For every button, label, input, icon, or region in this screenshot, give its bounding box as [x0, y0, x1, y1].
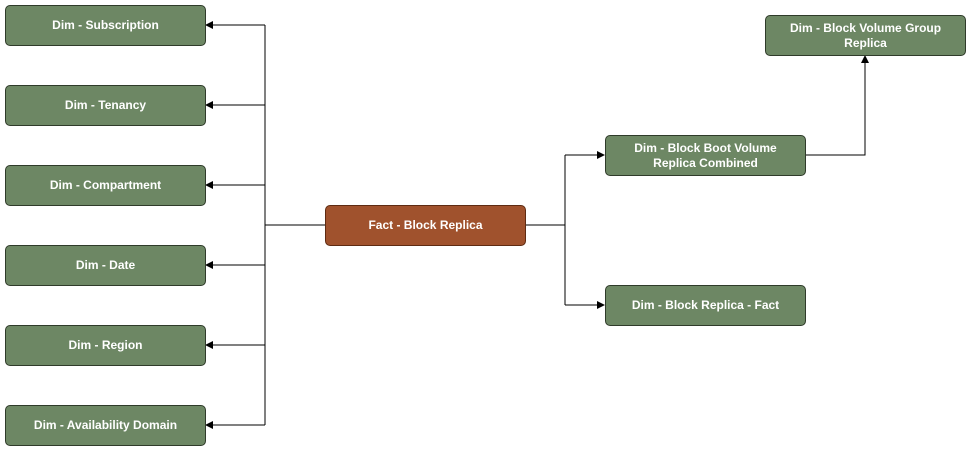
node-label: Fact - Block Replica	[368, 218, 483, 232]
node-label: Dim - Block Volume Group Replica	[789, 20, 942, 50]
node-label: Dim - Availability Domain	[33, 418, 178, 432]
node-label: Dim - Subscription	[52, 18, 159, 32]
node-label: Dim - Compartment	[49, 178, 162, 192]
node-fact-block-replica[interactable]: Fact - Block Replica	[325, 205, 526, 246]
node-dim-compartment[interactable]: Dim - Compartment	[5, 165, 206, 206]
node-dim-availability-domain[interactable]: Dim - Availability Domain	[5, 405, 206, 446]
node-dim-block-volume-group-replica[interactable]: Dim - Block Volume Group Replica	[765, 15, 966, 56]
node-label: Dim - Block Replica - Fact	[631, 298, 780, 312]
node-label: Dim - Block Boot Volume Replica Combined	[634, 140, 777, 170]
node-label: Dim - Tenancy	[64, 98, 147, 112]
node-dim-date[interactable]: Dim - Date	[5, 245, 206, 286]
node-label: Dim - Date	[75, 258, 136, 272]
edge-to-volume-group	[805, 55, 869, 156]
node-dim-block-boot-volume-replica-combined[interactable]: Dim - Block Boot Volume Replica Combined	[605, 135, 806, 176]
node-label: Dim - Region	[68, 338, 143, 352]
node-dim-region[interactable]: Dim - Region	[5, 325, 206, 366]
node-dim-block-replica-fact[interactable]: Dim - Block Replica - Fact	[605, 285, 806, 326]
node-dim-tenancy[interactable]: Dim - Tenancy	[5, 85, 206, 126]
node-dim-subscription[interactable]: Dim - Subscription	[5, 5, 206, 46]
